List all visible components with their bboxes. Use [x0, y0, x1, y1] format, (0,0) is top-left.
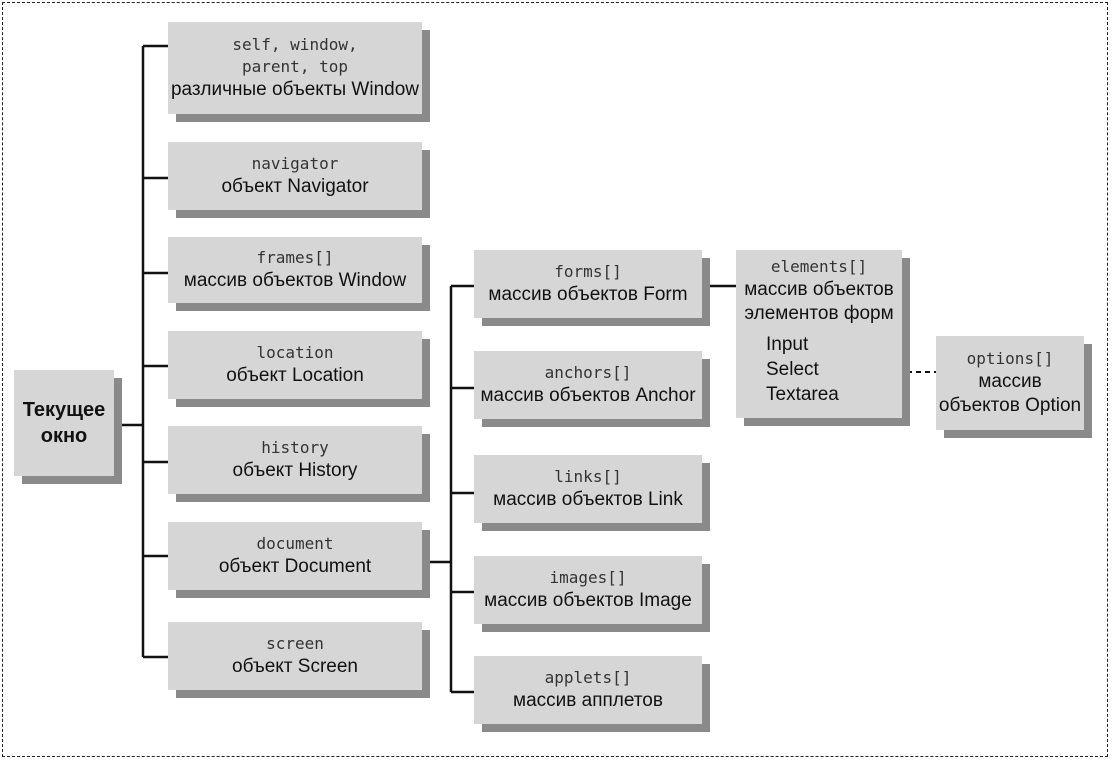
applets-desc: массив апплетов — [513, 690, 663, 711]
frames-box: frames[] массив объектов Window — [168, 237, 422, 303]
links-box: links[] массив объектов Link — [474, 455, 702, 523]
images-desc: массив объектов Image — [484, 590, 692, 611]
options-desc-line1: массив — [978, 371, 1042, 392]
elements-code: elements[] — [770, 257, 868, 276]
forms-desc: массив объектов Form — [488, 284, 688, 305]
current-window-label-line2: окно — [40, 425, 88, 447]
element-item-select: Select — [766, 359, 819, 380]
navigator-desc: объект Navigator — [221, 176, 369, 197]
navigator-code: navigator — [251, 154, 339, 173]
form-element-list: Input Select Textarea — [766, 332, 839, 407]
current-window-label-line1: Текущее — [22, 399, 106, 421]
screen-desc: объект Screen — [232, 656, 358, 677]
self-window-code: self, window, — [232, 35, 358, 54]
self-window-desc: различные объекты Window — [170, 79, 419, 100]
images-code: images[] — [549, 568, 627, 587]
anchors-code: anchors[] — [544, 363, 632, 382]
links-desc: массив объектов Link — [493, 489, 683, 510]
element-item-input: Input — [766, 334, 809, 355]
location-desc: объект Location — [226, 365, 364, 386]
history-code: history — [261, 438, 329, 457]
document-box: document объект Document — [168, 522, 422, 590]
frames-desc: массив объектов Window — [183, 270, 407, 291]
options-desc-line2: объектов Option — [938, 395, 1082, 416]
elements-box: elements[] массив объектов элементов фор… — [736, 250, 902, 418]
anchors-box: anchors[] массив объектов Anchor — [474, 351, 702, 419]
anchors-desc: массив объектов Anchor — [480, 385, 696, 406]
applets-box: applets[] массив апплетов — [474, 656, 702, 724]
document-desc: объект Document — [218, 556, 372, 577]
images-box: images[] массив объектов Image — [474, 556, 702, 624]
forms-code: forms[] — [554, 262, 622, 281]
options-code: options[] — [966, 349, 1054, 368]
history-box: history объект History — [168, 426, 422, 494]
location-code: location — [256, 343, 334, 362]
parent-top-code: parent, top — [242, 57, 348, 76]
self-window-parent-top-box: self, window, parent, top различные объе… — [168, 22, 422, 114]
navigator-box: navigator объект Navigator — [168, 142, 422, 210]
location-box: location объект Location — [168, 331, 422, 399]
element-item-textarea: Textarea — [766, 384, 839, 405]
current-window-box: Текущее окно — [14, 370, 114, 476]
options-box: options[] массив объектов Option — [936, 336, 1084, 430]
forms-box: forms[] массив объектов Form — [474, 250, 702, 318]
elements-desc-line2: элементов форм — [744, 303, 894, 324]
links-code: links[] — [554, 467, 622, 486]
applets-code: applets[] — [544, 668, 632, 687]
elements-desc-line1: массив объектов — [744, 279, 894, 300]
screen-box: screen объект Screen — [168, 622, 422, 690]
screen-code: screen — [266, 634, 324, 653]
history-desc: объект History — [232, 460, 358, 481]
frames-code: frames[] — [256, 248, 334, 267]
document-code: document — [256, 534, 334, 553]
